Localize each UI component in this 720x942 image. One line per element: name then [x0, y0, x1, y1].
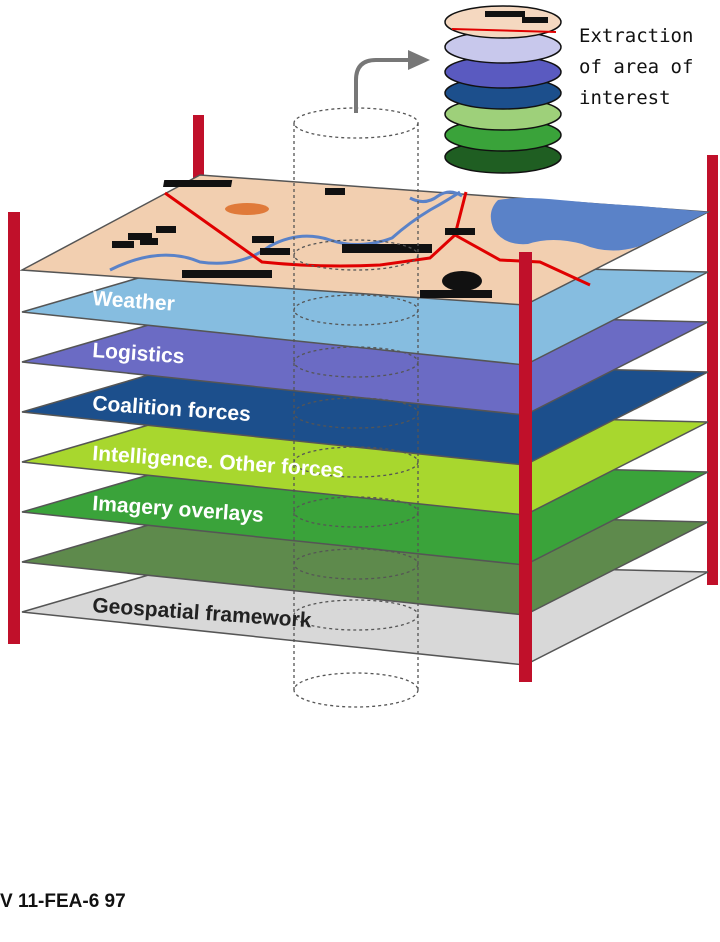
disc-map-line — [451, 28, 557, 33]
post-back-right — [707, 155, 718, 585]
map-text-block — [342, 244, 432, 253]
layer-label-weather: Weather — [92, 287, 176, 316]
figure-id: V 11-FEA-6 97 — [0, 891, 126, 912]
map-water-body — [490, 198, 708, 251]
map-text-block — [140, 238, 158, 245]
map-text-block — [156, 226, 176, 233]
map-text-block — [325, 188, 345, 195]
map-orange-area — [225, 203, 269, 215]
disc-map-text — [485, 11, 525, 17]
disc-map-text — [522, 17, 548, 23]
map-text-block — [252, 236, 274, 243]
callout-line-1: Extraction — [579, 25, 693, 47]
map-text-block — [163, 180, 233, 187]
map-text-block — [112, 241, 134, 248]
extracted-stack — [444, 5, 562, 174]
map-text-block — [182, 270, 272, 278]
map-text-block — [128, 233, 152, 240]
post-front-left — [8, 212, 20, 644]
extraction-arrow — [354, 58, 410, 113]
post-front-right — [519, 252, 532, 682]
extraction-cylinder — [293, 107, 419, 708]
map-river — [109, 190, 461, 272]
post-back-left — [193, 115, 204, 195]
callout-line-3: interest — [579, 87, 671, 109]
map-text-block — [420, 290, 492, 298]
map-text-block — [260, 248, 290, 255]
callout-line-2: of area of — [579, 56, 693, 78]
map-black-area — [442, 271, 482, 291]
map-text-block — [445, 228, 475, 235]
arrow-head-icon — [408, 50, 430, 70]
